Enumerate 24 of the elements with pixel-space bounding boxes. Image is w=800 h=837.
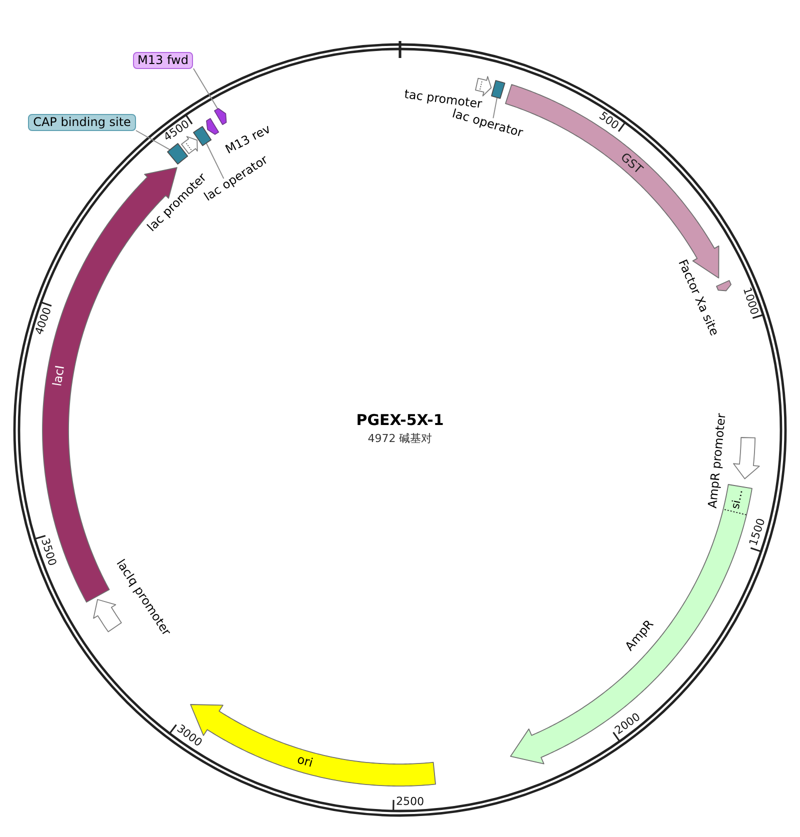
feature-tag: CAP binding site (28, 114, 136, 130)
tick-label: 3500 (38, 537, 58, 568)
leader-line (492, 97, 498, 119)
tick-label: 1000 (739, 286, 760, 317)
feature-tag: M13 fwd (132, 52, 194, 68)
feature-label: AmpR promoter (706, 412, 729, 509)
plasmid-name: PGEX-5X-1 (356, 411, 444, 429)
feature-label: ori (296, 752, 314, 770)
leader-line (192, 68, 218, 110)
feature-label: M13 rev (224, 122, 274, 156)
tick-label: 1500 (748, 517, 769, 548)
leader-line (135, 130, 171, 151)
binding-site-feature (166, 142, 190, 166)
tick-label: 500 (596, 110, 622, 133)
tick-label: 2500 (396, 796, 425, 809)
operator-feature (192, 124, 214, 148)
feature-label: GST (618, 150, 646, 177)
leader-line (206, 142, 224, 180)
primer-feature (212, 107, 228, 126)
feature-label: si… (730, 488, 746, 510)
feature-label: lacI (50, 364, 68, 388)
tick-label: 4000 (33, 306, 54, 336)
operator-feature (490, 79, 507, 100)
plasmid-length: 4972 碱基对 (368, 431, 432, 446)
